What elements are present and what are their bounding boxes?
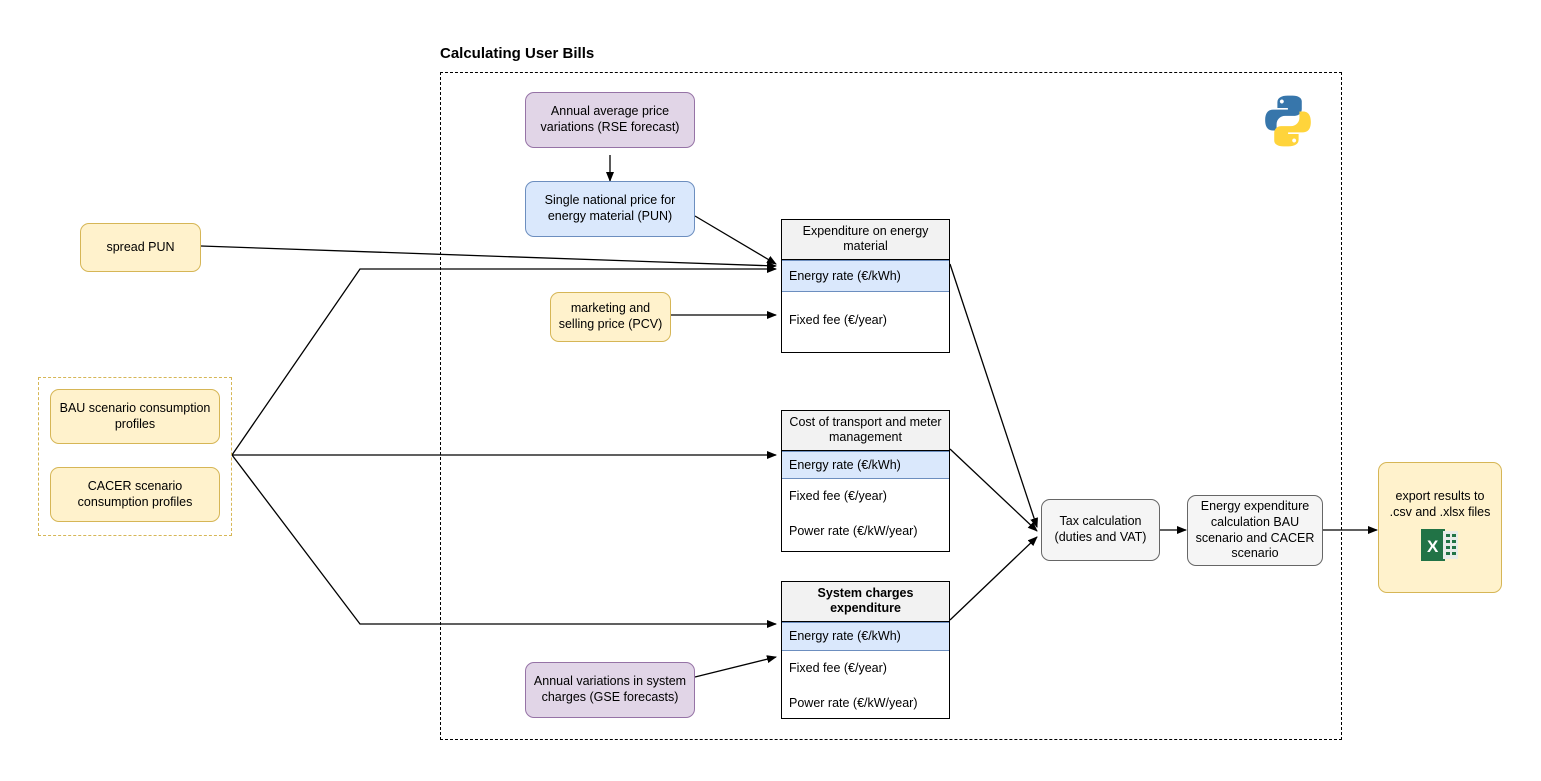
table-header: Cost of transport and meter management	[782, 411, 949, 451]
node-pun[interactable]: Single national price for energy materia…	[525, 181, 695, 237]
table-cost-transport-meter: Cost of transport and meter management E…	[781, 410, 950, 552]
row-label: Energy rate (€/kWh)	[789, 629, 901, 643]
table-row[interactable]: Power rate (€/kW/year)	[782, 686, 949, 721]
tax-line-2: (duties and VAT)	[1054, 530, 1147, 544]
table-row[interactable]: Power rate (€/kW/year)	[782, 514, 949, 549]
node-rse-forecast[interactable]: Annual average price variations (RSE for…	[525, 92, 695, 148]
export-label: export results to .csv and .xlsx files	[1389, 488, 1491, 519]
table-row[interactable]: Energy rate (€/kWh)	[782, 450, 949, 479]
node-spread-pun[interactable]: spread PUN	[80, 223, 201, 272]
node-cacer-profiles[interactable]: CACER scenario consumption profiles	[50, 467, 220, 522]
row-label: Energy rate (€/kWh)	[789, 457, 901, 472]
table-row[interactable]: Fixed fee (€/year)	[782, 479, 949, 514]
row-label: Fixed fee (€/year)	[789, 489, 887, 503]
table-header: Expenditure on energy material	[782, 220, 949, 260]
node-pcv[interactable]: marketing and selling price (PCV)	[550, 292, 671, 342]
node-bau-profiles[interactable]: BAU scenario consumption profiles	[50, 389, 220, 444]
row-label: Power rate (€/kW/year)	[789, 696, 918, 710]
table-row[interactable]: Energy rate (€/kWh)	[782, 621, 949, 651]
tax-line-1: Tax calculation	[1059, 514, 1142, 529]
node-tax-calculation[interactable]: Tax calculation (duties and VAT)	[1041, 499, 1160, 561]
table-row[interactable]: Fixed fee (€/year)	[782, 292, 949, 349]
consumption-profiles-group	[38, 377, 232, 536]
python-logo-icon	[1265, 95, 1311, 147]
table-header: System charges expenditure	[782, 582, 949, 622]
node-gse-forecast[interactable]: Annual variations in system charges (GSE…	[525, 662, 695, 718]
row-label: Fixed fee (€/year)	[789, 661, 887, 675]
table-row[interactable]: Fixed fee (€/year)	[782, 651, 949, 686]
row-label: Energy rate (€/kWh)	[789, 268, 901, 283]
excel-file-icon: X	[1421, 529, 1458, 562]
group-title: Calculating User Bills	[440, 45, 595, 62]
row-label: Power rate (€/kW/year)	[789, 524, 918, 538]
row-label: Fixed fee (€/year)	[789, 313, 887, 327]
table-expenditure-energy-material: Expenditure on energy material Energy ra…	[781, 219, 950, 353]
node-energy-expenditure-calculation[interactable]: Energy expenditure calculation BAU scena…	[1187, 495, 1323, 566]
svg-text:X: X	[1427, 537, 1439, 556]
table-row[interactable]: Energy rate (€/kWh)	[782, 259, 949, 292]
node-export-results[interactable]: export results to .csv and .xlsx files X	[1378, 462, 1502, 593]
table-system-charges: System charges expenditure Energy rate (…	[781, 581, 950, 719]
